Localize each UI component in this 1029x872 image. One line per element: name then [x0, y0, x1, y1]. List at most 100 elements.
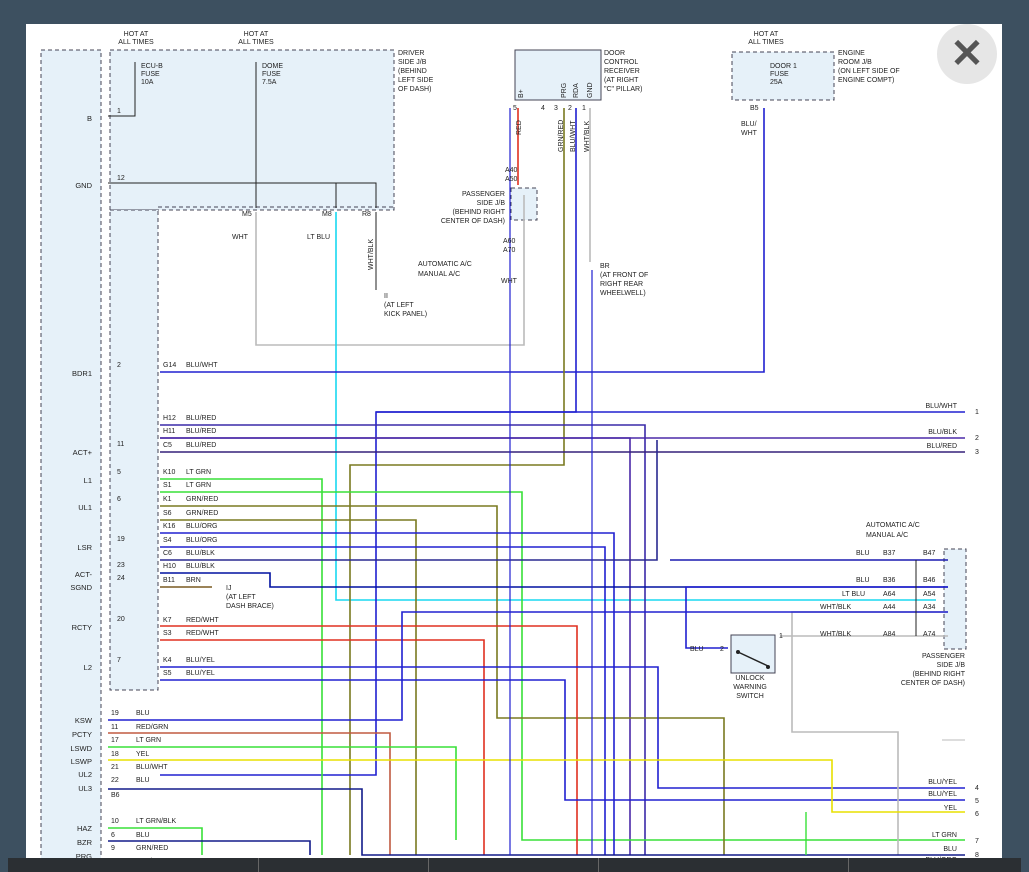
fuse-rating: 7.5A: [262, 79, 277, 86]
ecu-pin-label: ACT+: [73, 448, 93, 457]
ecu-pin-number: 23: [117, 562, 125, 569]
right-out-num: 6: [975, 811, 979, 818]
ecu-pin-number: 6: [117, 496, 121, 503]
lower-row-num: 11: [111, 724, 118, 731]
connector-term: K10: [163, 469, 176, 476]
pjb-man: A54: [923, 591, 936, 598]
fuse-rating: 25A: [770, 79, 783, 86]
hot-at-label: ALL TIMES: [748, 39, 784, 46]
lower-row-color: YEL: [136, 751, 149, 758]
pjb-auto: A64: [883, 591, 896, 598]
receiver-pin-num: 4: [541, 105, 545, 112]
lt-grn-s1: [160, 491, 965, 841]
wire-label: RED: [516, 120, 523, 135]
driver-jb-label: DRIVER: [398, 50, 424, 57]
jb-term: B5: [750, 105, 759, 112]
right-out-num: 4: [975, 785, 979, 792]
connector-color: BLU/ORG: [186, 537, 218, 544]
receiver-pin-num: 3: [554, 105, 558, 112]
wires-group: [108, 62, 965, 856]
connector-term: S6: [163, 510, 172, 517]
blu-org-k16: [160, 532, 615, 855]
pjb-man: B46: [923, 577, 936, 584]
passenger-jb-label: SIDE J/B: [477, 200, 506, 207]
lt-grn-blk-haz: [108, 827, 203, 855]
ecu-pin-number: 24: [117, 575, 125, 582]
blu-blk-c6: [160, 440, 658, 561]
jb-conn: A70: [503, 247, 516, 254]
fuse-rating: 10A: [141, 79, 154, 86]
connector-term: H10: [163, 563, 176, 570]
lower-row-num: 18: [111, 751, 119, 758]
ecu-pin-label: L2: [84, 663, 92, 672]
ground-ij-label: (AT LEFT: [226, 594, 256, 601]
lower-row-color: RED/GRN: [136, 724, 168, 731]
connector-color: BLU/RED: [186, 428, 216, 435]
pjb-auto: A44: [883, 604, 896, 611]
engine-jb-label: ENGINE: [838, 50, 865, 57]
right-out-num: 2: [975, 435, 979, 442]
engine-jb-label: (ON LEFT SIDE OF: [838, 68, 900, 75]
wht-blk-a44: [791, 611, 948, 855]
ecu-pin-label: LSWD: [70, 744, 92, 753]
wht-ground-wire: [255, 195, 525, 346]
receiver-pin-num: 1: [582, 105, 586, 112]
engine-jb-label: ENGINE COMPT): [838, 77, 894, 84]
blu-ksw: [108, 611, 948, 721]
labels-group: BGNDBDR1ACT+L1UL1LSRACT-SGNDRCTYL2KSWPCT…: [70, 31, 979, 865]
passenger-jb-label: PASSENGER: [922, 653, 965, 660]
legend-auto: AUTOMATIC A/C: [866, 522, 920, 529]
fuse-name: DOOR 1: [770, 63, 797, 70]
pjb-color: WHT/BLK: [820, 631, 851, 638]
blu-ul3: [108, 788, 965, 856]
ecu-pin-label: UL2: [78, 770, 92, 779]
unlock-switch-label: WARNING: [733, 684, 767, 691]
passenger-jb-label: SIDE J/B: [937, 662, 966, 669]
blu-red-h11: [160, 437, 631, 855]
right-out-num: 3: [975, 449, 979, 456]
unlock-pin: 1: [779, 633, 783, 640]
grn-red-s6: [160, 519, 417, 855]
red-wht-k7: [160, 625, 578, 855]
connector-term: K4: [163, 657, 172, 664]
lt-grn-k10: [160, 478, 323, 855]
pjb-man: A34: [923, 604, 936, 611]
driver-jb-label: OF DASH): [398, 86, 431, 93]
unlock-pin: 2: [720, 646, 724, 653]
toolbar-separator: [848, 858, 849, 872]
receiver-pin-num: 2: [568, 105, 572, 112]
lower-row-color: BLU: [136, 832, 150, 839]
hot-at-label: HOT AT: [754, 31, 779, 38]
viewer-toolbar: [8, 858, 1021, 872]
receiver-label: DOOR: [604, 50, 625, 57]
toolbar-separator: [428, 858, 429, 872]
connector-term: S1: [163, 482, 172, 489]
close-button[interactable]: ✕: [937, 24, 997, 84]
red-grn-pcty: [108, 732, 391, 855]
connector-term: B11: [163, 577, 175, 584]
lower-row-num: 22: [111, 777, 119, 784]
pjb-auto: A84: [883, 631, 896, 638]
connector-term: C6: [163, 550, 172, 557]
blu-red-h12: [160, 424, 646, 855]
ground-ii-label: II: [384, 293, 388, 300]
right-out-color: YEL: [944, 805, 957, 812]
right-out-num: 8: [975, 852, 979, 859]
right-out-color: LT GRN: [932, 832, 957, 839]
wire-label: WHT/BLK: [368, 239, 375, 270]
connector-color: GRN/RED: [186, 510, 218, 517]
wire-label: WHT: [501, 278, 518, 285]
pjb-color: WHT/BLK: [820, 604, 851, 611]
wire-label: BLU/: [741, 121, 757, 128]
right-out-color: BLU/WHT: [926, 403, 958, 410]
receiver-pin: GND: [587, 82, 594, 98]
receiver-label: (AT RIGHT: [604, 77, 639, 84]
connector-term: S5: [163, 670, 172, 677]
close-icon[interactable]: ✕: [950, 32, 984, 76]
pjb-man: B47: [923, 550, 936, 557]
jb-term: M8: [322, 211, 332, 218]
lower-row-color: LT GRN: [136, 737, 161, 744]
ground-ij-label: DASH BRACE): [226, 603, 274, 610]
